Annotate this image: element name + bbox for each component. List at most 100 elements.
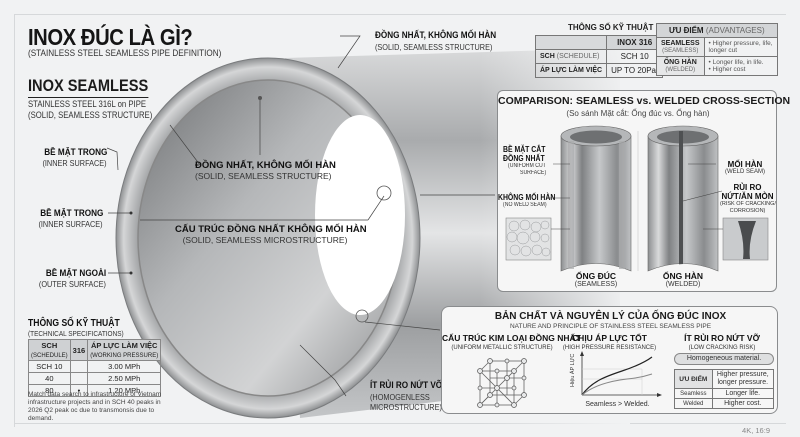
- table-row: ỐNG HÀN(WELDED) • Longer life, in life.•…: [656, 56, 778, 76]
- comparison-title: COMPARISON: SEAMLESS vs. WELDED CROSS-SE…: [498, 95, 791, 107]
- callout-outer-surface-sub: (OUTER SURFACE): [38, 279, 106, 289]
- nature-adv-value: Longer life.: [711, 388, 775, 399]
- page-subtitle: (STAINLESS STEEL SEAMLESS PIPE DEFINITIO…: [28, 48, 222, 59]
- left-specs-header-sch: SCH(SCHEDULE): [28, 339, 71, 361]
- section-desc-2: (SOLID, SEAMLESS STRUCTURE): [28, 110, 153, 120]
- nature-adv-key: Welded: [674, 398, 713, 409]
- page-frame: [14, 14, 786, 427]
- adv-key: ỐNG HÀN(WELDED): [656, 56, 705, 76]
- comparison-subtitle: (So sánh Mặt cắt: Ống đúc vs. Ống hàn): [566, 109, 710, 118]
- cell-316: [69, 372, 89, 385]
- pressure-chart: [580, 351, 662, 397]
- table-row: SEAMLESS(SEAMLESS) • Higher pressure, li…: [656, 37, 778, 57]
- table-row: 40 2.50 MPh: [28, 372, 162, 385]
- comparison-panel: COMPARISON: SEAMLESS vs. WELDED CROSS-SE…: [497, 90, 791, 292]
- seamless-callout-1-label-1: BỀ MẶT CẮT: [503, 145, 546, 154]
- cell-pressure: 2.50 MPh: [87, 372, 162, 385]
- nature-col2-label: CHỊU ÁP LỰC TỐT: [572, 333, 647, 343]
- callout-center-1-label: ĐỒNG NHẤT, KHÔNG MỐI HÀN: [195, 160, 336, 171]
- seamless-name: ỐNG ĐÚC: [575, 271, 617, 281]
- chart-y-axis-label: Hiệu ÁP LỰC: [570, 353, 576, 387]
- callout-inner-surface-2-label: BỀ MẶT TRONG: [39, 208, 103, 219]
- callout-inner-surface-1-sub: (INNER SURFACE): [42, 158, 107, 168]
- nature-subtitle: NATURE AND PRINCIPLE OF STAINLESS STEEL …: [509, 323, 712, 330]
- seamless-name-sub: (SEAMLESS): [574, 281, 618, 288]
- callout-top-sub: (SOLID, SEAMLESS STRUCTURE): [375, 42, 493, 52]
- welded-callout-2-sub-2: CORROSION): [729, 208, 766, 214]
- seamless-callout-1-label-2: ĐỒNG NHẤT: [503, 154, 545, 163]
- callout-center-2-sub: (SOLID, SEAMLESS MICROSTRUCTURE): [182, 235, 348, 245]
- top-advantages-title: ƯU ĐIỂM (ADVANTAGES): [656, 23, 778, 38]
- nature-adv-key: Seamless: [674, 388, 713, 399]
- seamless-callout-2-label: KHÔNG MỐI HÀN: [498, 193, 556, 202]
- nature-title: BẢN CHẤT VÀ NGUYÊN LÝ CỦA ỐNG ĐÚC INOX: [494, 311, 727, 322]
- callout-center-2-label: CẤU TRÚC ĐỒNG NHẤT KHÔNG MỐI HÀN: [175, 224, 367, 235]
- welded-callout-2-label-2: NỨT/ĂN MÒN: [721, 192, 774, 201]
- cross-section-drawing: [505, 125, 769, 272]
- resolution-label: 4K, 16:9: [742, 426, 770, 435]
- welded-name-sub: (WELDED): [665, 281, 701, 288]
- seamless-callout-1-sub-2: SURFACE): [520, 170, 547, 176]
- table-row: ÁP LỰC LÀM VIỆC UP TO 20Pa.: [534, 63, 664, 78]
- seamless-callout-1-sub-1: (UNIFORM CUT: [508, 163, 546, 169]
- nature-adv-value: Higher pressure,longer pressure.: [711, 369, 775, 389]
- left-specs-table: SCH(SCHEDULE) 316 ÁP LỰC LÀM VIỆC(WORKIN…: [28, 339, 162, 397]
- cell-pressure: 3.00 MPh: [87, 360, 162, 373]
- table-row: SCH (SCHEDULE) SCH 10: [534, 49, 664, 64]
- callout-bottom-sub-1: (HOMOGENLESS: [370, 392, 430, 402]
- callout-inner-surface-2-sub: (INNER SURFACE): [38, 219, 103, 229]
- welded-callout-1-sub: (WELD SEAM): [724, 169, 765, 175]
- callout-bottom-label: ÍT RỦI RO NỨT VỠ: [370, 380, 443, 391]
- frame-divider: [14, 423, 786, 424]
- nature-col1-label: CẤU TRÚC KIM LOẠI ĐỒNG NHẤT: [442, 333, 581, 343]
- table-row: 80 • 1.20 MPh: [28, 384, 162, 397]
- nature-col3-sub: (LOW CRACKING RISK): [688, 345, 756, 351]
- callout-outer-surface-label: BỀ MẶT NGOÀI: [45, 268, 106, 279]
- nature-adv-key: ƯU ĐIỂM: [674, 369, 713, 389]
- nature-adv-value: Higher cost.: [711, 398, 775, 409]
- left-specs-subtitle: (TECHNICAL SPECIFICATIONS): [28, 329, 124, 338]
- cell-sch: 40: [28, 372, 71, 385]
- top-specs-table: INOX 316 SCH (SCHEDULE) SCH 10 ÁP LỰC LÀ…: [534, 35, 664, 78]
- top-specs-key: SCH (SCHEDULE): [534, 49, 608, 64]
- top-specs-key: ÁP LỰC LÀM VIỆC: [534, 63, 608, 78]
- adv-key: SEAMLESS(SEAMLESS): [656, 37, 705, 57]
- callout-top-label: ĐỒNG NHẤT, KHÔNG MỐI HÀN: [375, 30, 497, 41]
- cell-sch: 80: [28, 384, 71, 397]
- left-specs-header-pressure: ÁP LỰC LÀM VIỆC(WORKING PRESSURE): [87, 339, 162, 361]
- callout-inner-surface-1-label: BỀ MẶT TRONG: [43, 147, 107, 158]
- section-title: INOX SEAMLESS: [28, 76, 149, 98]
- section-desc-1: STAINLESS STEEL 316L on PIPE: [28, 99, 147, 109]
- chart-caption: Seamless > Welded.: [585, 401, 650, 408]
- nature-col3-label: ÍT RỦI RO NỨT VỠ: [684, 333, 760, 343]
- homogeneous-pill: Homogeneous material.: [674, 353, 774, 365]
- top-advantages-table: ƯU ĐIỂM (ADVANTAGES) SEAMLESS(SEAMLESS) …: [656, 23, 778, 76]
- left-specs-header-316: 316: [69, 339, 89, 361]
- cell-sch: SCH 10: [28, 360, 71, 373]
- callout-center-1-sub: (SOLID, SEAMLESS STRUCTURE): [195, 171, 332, 181]
- top-specs-value: UP TO 20Pa.: [606, 63, 664, 78]
- top-specs-title: THÔNG SỐ KỸ THUẬT: [568, 23, 654, 32]
- nature-col2-sub: (HIGH PRESSURE RESISTANCE): [562, 345, 657, 351]
- welded-name: ỐNG HÀN: [662, 271, 704, 281]
- left-specs-title: THÔNG SỐ KỸ THUẬT: [28, 318, 120, 329]
- table-row: Welded Higher cost.: [674, 398, 775, 409]
- adv-points: • Higher pressure, life,longer cut: [703, 37, 778, 57]
- welded-callout-1-label: MỐI HÀN: [727, 160, 763, 169]
- callout-bottom-sub-2: MICROSTRUCTURE): [370, 402, 442, 412]
- cell-pressure: 1.20 MPh: [87, 384, 162, 397]
- cell-316: [69, 360, 89, 373]
- lattice-structure-icon: [477, 358, 527, 408]
- table-row: Seamless Longer life.: [674, 388, 775, 399]
- welded-callout-2-label-1: RỦI RO: [733, 183, 762, 192]
- nature-panel: BẢN CHẤT VÀ NGUYÊN LÝ CỦA ỐNG ĐÚC INOX N…: [441, 306, 778, 414]
- top-specs-value: SCH 10: [606, 49, 664, 64]
- welded-callout-2-sub-1: (RISK OF CRACKING/: [720, 201, 776, 207]
- adv-points: • Longer life, in life.• Higher cost: [703, 56, 778, 76]
- seamless-callout-2-sub: (NO WELD SEAM): [503, 202, 547, 208]
- left-specs-note: Match data search to infrastructure of V…: [28, 391, 162, 422]
- table-row: ƯU ĐIỂM Higher pressure,longer pressure.: [674, 369, 775, 389]
- nature-advantages-table: ƯU ĐIỂM Higher pressure,longer pressure.…: [674, 369, 775, 409]
- top-specs-col-header: INOX 316: [606, 35, 664, 50]
- table-row: SCH 10 3.00 MPh: [28, 360, 162, 373]
